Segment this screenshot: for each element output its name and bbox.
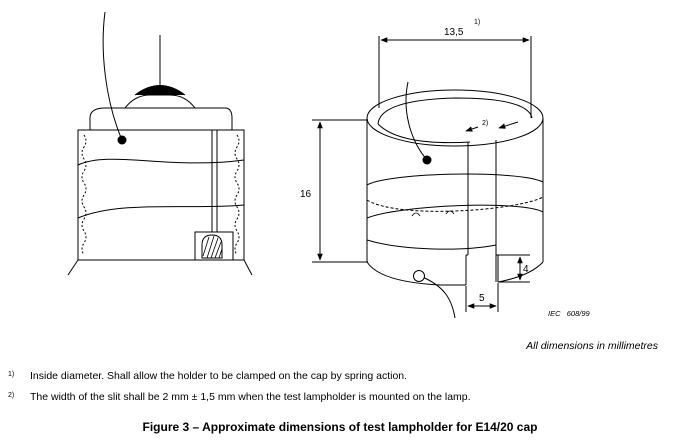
label-slit-depth: 4: [523, 264, 529, 275]
footnote-2: 2) The width of the slit shall be 2 mm ± …: [8, 391, 471, 403]
footnote-1: 1) Inside diameter. Shall allow the holde…: [8, 370, 407, 382]
cap-top: [89, 107, 233, 130]
right-view-lampholder: [312, 36, 544, 319]
footnote-1-text: Inside diameter. Shall allow the holder …: [30, 370, 408, 382]
supply-wire-right: [405, 81, 428, 161]
label-diameter-note-ref: 1): [474, 19, 480, 26]
thread-line: [77, 158, 245, 166]
holder-body: [77, 129, 245, 261]
label-inside-diameter: 13,5: [444, 27, 464, 38]
bulb-outline-left: [67, 259, 79, 276]
iec-reference: IEC 608/99: [548, 309, 591, 318]
wire-contact-point: [117, 135, 127, 145]
bulb-outline-right: [243, 259, 253, 276]
lampholder-drawing: 13,5 1) 16 2) 4 5 IEC 608/99: [67, 11, 591, 319]
thread-profile-left: [81, 134, 87, 256]
contact-dome: [134, 85, 186, 96]
label-height: 16: [300, 189, 312, 200]
helix-thread: [366, 173, 544, 186]
label-slit-note-ref: 2): [482, 120, 488, 127]
footnote-2-text: The width of the slit shall be 2 mm ± 1,…: [30, 391, 471, 403]
top-ring-inner: [377, 97, 533, 125]
contact-ball: [413, 270, 425, 282]
footnote-1-mark: 1): [8, 371, 15, 378]
thread-profile-right: [234, 134, 240, 256]
wire-contact-point-right: [422, 155, 432, 165]
contact-block: [194, 231, 234, 261]
figure-caption: Figure 3 – Approximate dimensions of tes…: [142, 420, 538, 434]
units-note: All dimensions in millimetres: [526, 340, 658, 352]
left-view-lampholder: [67, 11, 253, 276]
footnote-2-mark: 2): [8, 392, 15, 399]
cylinder-bottom-edge: [366, 261, 466, 286]
bottom-wire: [419, 275, 456, 319]
label-slit-offset: 5: [479, 293, 485, 304]
supply-wire: [102, 11, 123, 141]
